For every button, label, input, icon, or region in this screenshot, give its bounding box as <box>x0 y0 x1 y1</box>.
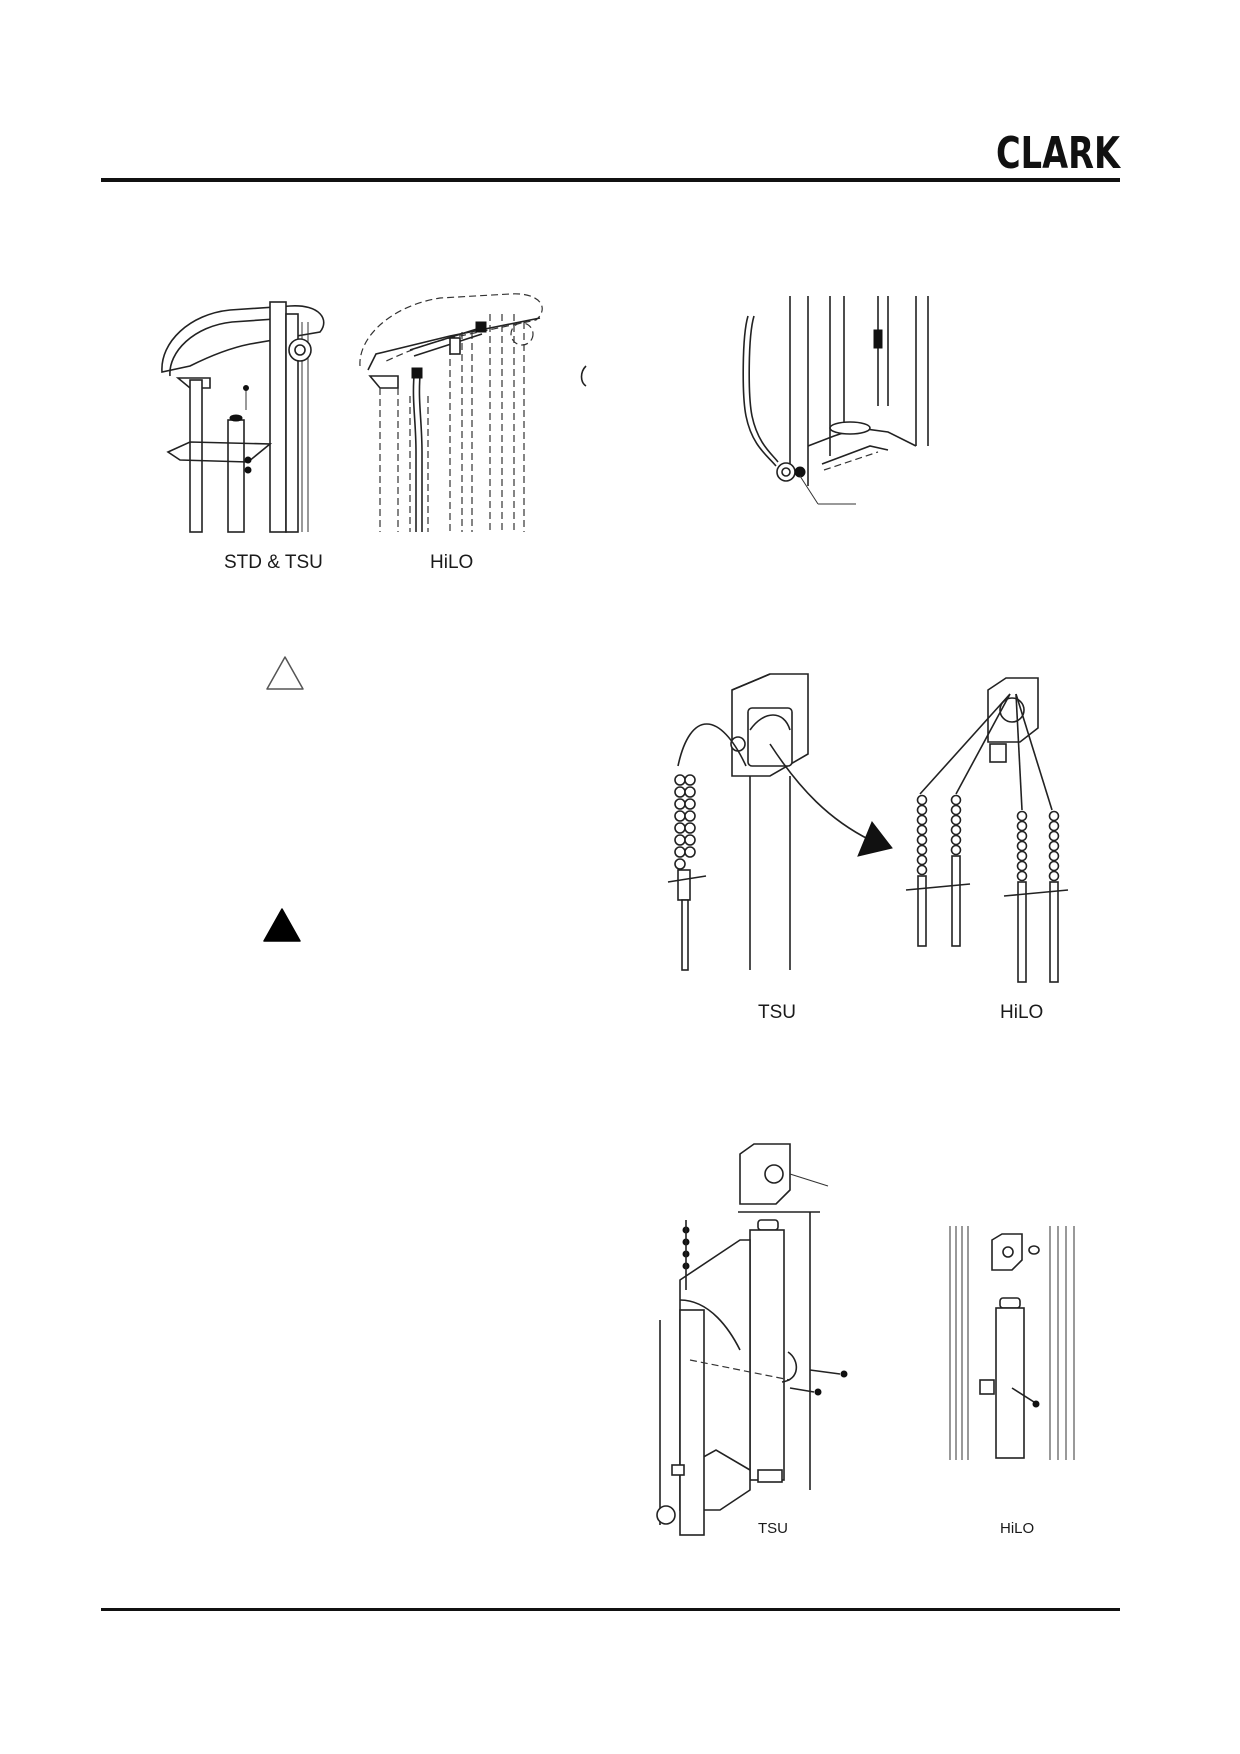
footer-rule <box>101 1608 1120 1611</box>
tsu-cylinder-drawing <box>656 1143 848 1536</box>
fig3-caption-tsu: TSU <box>758 1002 796 1023</box>
figure-hose-guard <box>161 293 587 533</box>
fig1-caption-hilo: HiLO <box>430 552 474 573</box>
hilo-drawing <box>359 293 543 532</box>
hilo-chain-3 <box>1016 810 1028 983</box>
figure-chain-removal <box>667 673 1069 983</box>
tsu-chain <box>667 774 707 971</box>
fig3-caption-hilo: HiLO <box>1000 1002 1044 1023</box>
hilo-chain-4 <box>1048 810 1060 983</box>
figure-cylinder-removal <box>656 1143 1075 1536</box>
hilo-chain-drawing <box>905 677 1069 983</box>
figure-hose-fitting <box>742 296 929 505</box>
fig1-caption-std-tsu: STD & TSU <box>224 552 323 573</box>
std-tsu-drawing <box>161 301 325 533</box>
clark-logo: CLARK <box>996 128 1121 174</box>
hilo-cylinder-drawing <box>949 1226 1075 1460</box>
fig4-caption-tsu: TSU <box>758 1520 788 1537</box>
header-rule <box>101 178 1120 182</box>
fig4-caption-hilo: HiLO <box>1000 1520 1035 1537</box>
hilo-chain-1 <box>916 794 928 947</box>
svg-text:CLARK: CLARK <box>996 128 1121 174</box>
tsu-chain-drawing <box>667 673 893 971</box>
hilo-chain-2 <box>950 794 962 947</box>
caution-icon <box>266 656 304 690</box>
warning-icon <box>263 908 301 942</box>
